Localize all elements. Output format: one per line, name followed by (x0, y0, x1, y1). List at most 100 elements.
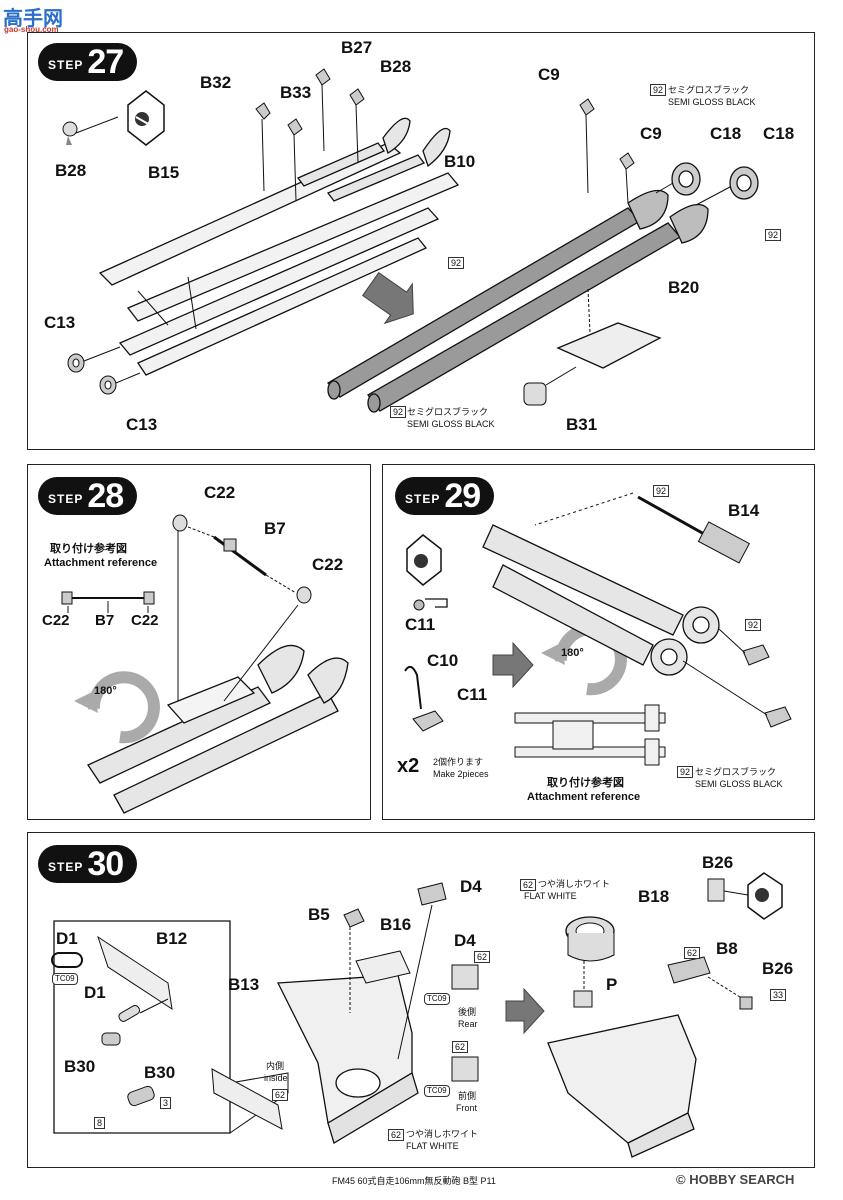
label-c10: C10 (427, 651, 459, 670)
hobby-search-watermark: © HOBBY SEARCH (676, 1172, 794, 1187)
label-d1-ring: D1 (56, 929, 78, 948)
paint-code-62-bottom: 62 (388, 1129, 405, 1141)
inside-en: inside (264, 1073, 288, 1083)
ref-title-en: Attachment reference (527, 791, 641, 803)
step-30-panel: STEP 30 (27, 832, 815, 1168)
paint-note-en: SEMI GLOSS BLACK (695, 779, 783, 789)
paint-code-3: 3 (160, 1097, 172, 1109)
step-27-panel: STEP 27 (27, 32, 815, 450)
paint-code-92-rod: 92 (653, 485, 670, 497)
label-b30-left: B30 (64, 1057, 96, 1076)
rotate-180-label: 180° (561, 647, 584, 659)
ref-title-en: Attachment reference (44, 557, 158, 569)
site-watermark: 高手网 (3, 8, 63, 30)
paint-code-92-bottom: 92 (677, 766, 694, 778)
label-b14: B14 (728, 501, 760, 520)
paint-code-92-clamp: 92 (745, 619, 762, 631)
label-p: P (606, 975, 618, 994)
label-c18-right: C18 (763, 124, 795, 143)
paint-code-62-d4-front: 62 (452, 1041, 469, 1053)
flat-white-en-bottom: FLAT WHITE (406, 1141, 459, 1151)
label-b28: B28 (380, 57, 412, 76)
front-en: Front (456, 1103, 478, 1113)
ref-label-c22-left: C22 (42, 612, 70, 629)
flat-white-jp-top: つや消しホワイト (538, 879, 611, 889)
step-30-illustration (51, 872, 783, 1158)
paint-code-tc09-front: TC09 (424, 1085, 450, 1097)
flat-white-jp-bottom: つや消しホワイト (406, 1129, 479, 1139)
label-b7: B7 (264, 519, 286, 538)
label-b8: B8 (716, 939, 738, 958)
label-c13-upper: C13 (44, 313, 76, 332)
step-28-badge: STEP 28 (38, 477, 138, 515)
label-c9-mid: C9 (640, 124, 662, 143)
paint-code-tc09-rear: TC09 (424, 993, 450, 1005)
label-b32: B32 (200, 73, 232, 92)
nipper-icon (747, 872, 783, 920)
step-30-badge: STEP 30 (38, 845, 138, 883)
paint-code-62-d4-rear: 62 (474, 951, 491, 963)
flat-white-en-top: FLAT WHITE (524, 891, 577, 901)
step-28-illustration (61, 514, 349, 814)
nipper-icon (406, 534, 442, 586)
label-b26-right: B26 (762, 959, 794, 978)
step-27-illustration (62, 68, 759, 413)
label-b33: B33 (280, 83, 312, 102)
paint-code-33: 33 (770, 989, 787, 1001)
label-b20: B20 (668, 278, 700, 297)
paint-code-92-right: 92 (765, 229, 782, 241)
site-watermark-sub: gao-shou.com (4, 25, 59, 34)
ref-title-jp: 取り付け参考図 (547, 777, 624, 789)
label-b15: B15 (148, 163, 180, 182)
rear-jp: 後側 (458, 1007, 477, 1017)
paint-note-jp-top: セミグロスブラック (668, 85, 750, 95)
hobby-search-text: HOBBY SEARCH (689, 1172, 795, 1187)
make-note-jp: 2個作ります (433, 757, 484, 767)
label-b13: B13 (228, 975, 260, 994)
label-b18: B18 (638, 887, 670, 906)
paint-note-jp: セミグロスブラック (695, 767, 777, 777)
paint-code-62-b8: 62 (684, 947, 701, 959)
ref-title-jp: 取り付け参考図 (50, 543, 127, 555)
step-29-illustration (404, 492, 792, 766)
copyright-mark: © (676, 1172, 686, 1187)
label-b16: B16 (380, 915, 412, 934)
step-27-badge: STEP 27 (38, 43, 138, 81)
make-note-en: Make 2pieces (433, 769, 489, 779)
label-b28-left: B28 (55, 161, 87, 180)
label-c22-top: C22 (204, 483, 236, 502)
rotate-180-label: 180° (94, 685, 117, 697)
label-b26-top: B26 (702, 853, 734, 872)
label-c11-bottom: C11 (457, 685, 488, 704)
label-c13-lower: C13 (126, 415, 158, 434)
ref-label-b7: B7 (95, 612, 115, 629)
paint-note-jp-bottom: セミグロスブラック (407, 407, 489, 417)
paint-code-8: 8 (94, 1117, 106, 1129)
nipper-icon (127, 90, 165, 146)
paint-code-62-top: 62 (520, 879, 537, 891)
label-b10: B10 (444, 152, 476, 171)
label-b5: B5 (308, 905, 330, 924)
paint-code-92-top: 92 (650, 84, 667, 96)
label-b12: B12 (156, 929, 188, 948)
page-footer: FM45 60式自走106mm無反動砲 B型 P11 (332, 1176, 496, 1186)
rear-en: Rear (458, 1019, 478, 1029)
paint-code-62-inside: 62 (272, 1089, 289, 1101)
paint-code-92-barrel: 92 (448, 257, 465, 269)
make-multiplier: x2 (397, 755, 420, 777)
step-29-badge: STEP 29 (395, 477, 495, 515)
label-c22-right: C22 (312, 555, 344, 574)
paint-note-en-top: SEMI GLOSS BLACK (668, 97, 756, 107)
label-b30-right: B30 (144, 1063, 176, 1082)
paint-code-tc09-left: TC09 (52, 973, 78, 985)
ref-label-c22-right: C22 (131, 612, 159, 629)
inside-jp: 内側 (266, 1061, 285, 1071)
paint-note-en-bottom: SEMI GLOSS BLACK (407, 419, 495, 429)
label-c11-top: C11 (405, 615, 436, 634)
label-c9-top: C9 (538, 65, 560, 84)
step-29-panel: STEP 29 (382, 464, 815, 820)
step-28-panel: STEP 28 C22 B7 C22 取り付け参考図 Att (27, 464, 371, 820)
label-d4-side: D4 (454, 931, 476, 950)
front-jp: 前側 (458, 1091, 477, 1101)
label-d1-small: D1 (84, 983, 106, 1002)
